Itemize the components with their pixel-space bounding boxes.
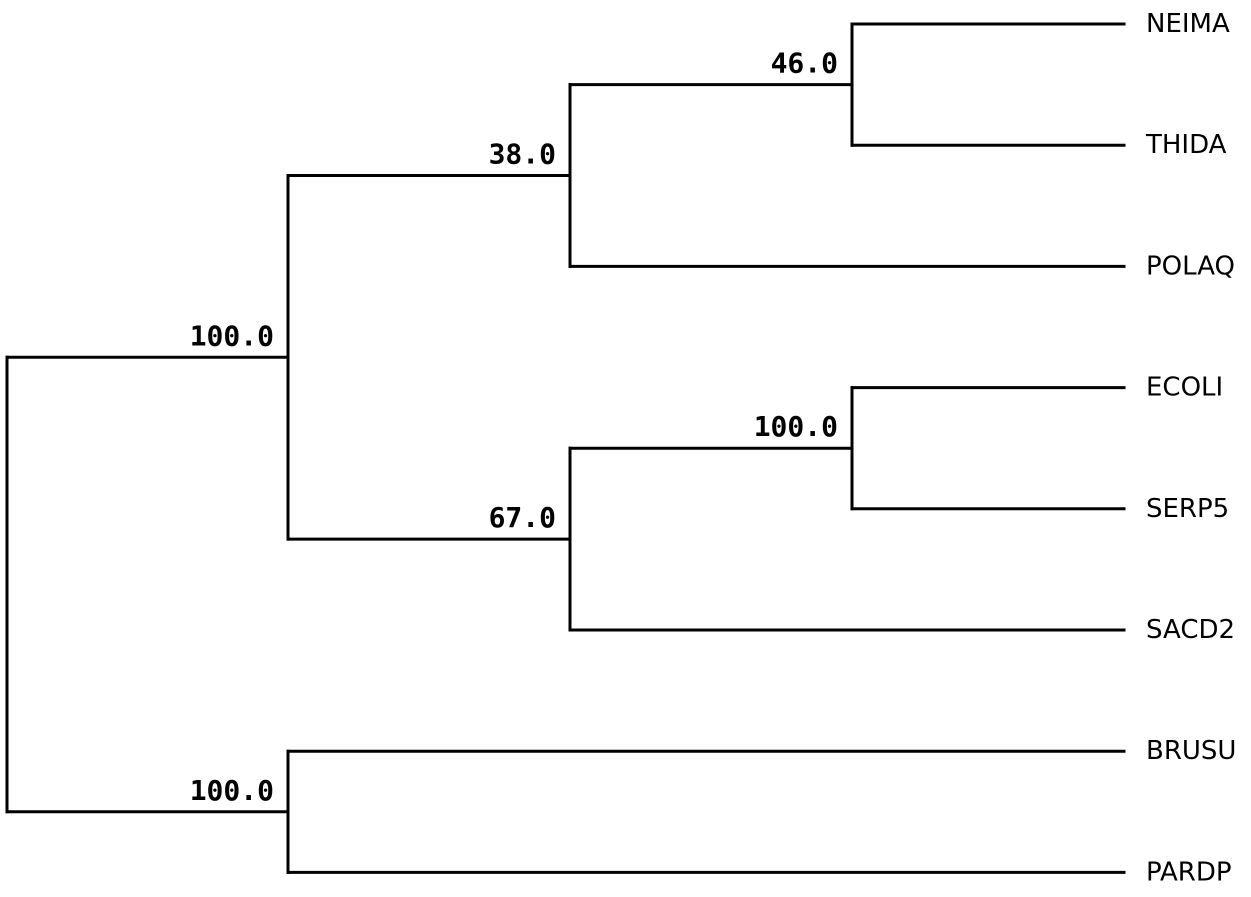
support-value-c_neima_thida: 46.0 (771, 47, 838, 80)
leaf-label-ecoli: ECOLI (1146, 373, 1223, 403)
leaf-label-sacd2: SACD2 (1146, 615, 1235, 645)
leaf-label-neima: NEIMA (1146, 9, 1230, 39)
support-value-c_100_main: 100.0 (190, 319, 274, 352)
support-values: 46.0 38.0 100.0 67.0 100.0 100.0 (190, 47, 838, 807)
support-value-c_67: 67.0 (489, 501, 556, 534)
support-value-c_brusu_pardp: 100.0 (190, 774, 274, 807)
support-value-c_ecoli_serp5: 100.0 (754, 410, 838, 443)
leaf-label-thida: THIDA (1145, 130, 1227, 160)
leaf-label-brusu: BRUSU (1146, 736, 1236, 766)
leaf-label-polaq: POLAQ (1146, 251, 1235, 281)
support-value-c_38: 38.0 (489, 138, 556, 171)
leaf-label-pardp: PARDP (1146, 857, 1232, 887)
leaf-label-serp5: SERP5 (1146, 494, 1229, 524)
tree-branches (5, 22, 1126, 874)
